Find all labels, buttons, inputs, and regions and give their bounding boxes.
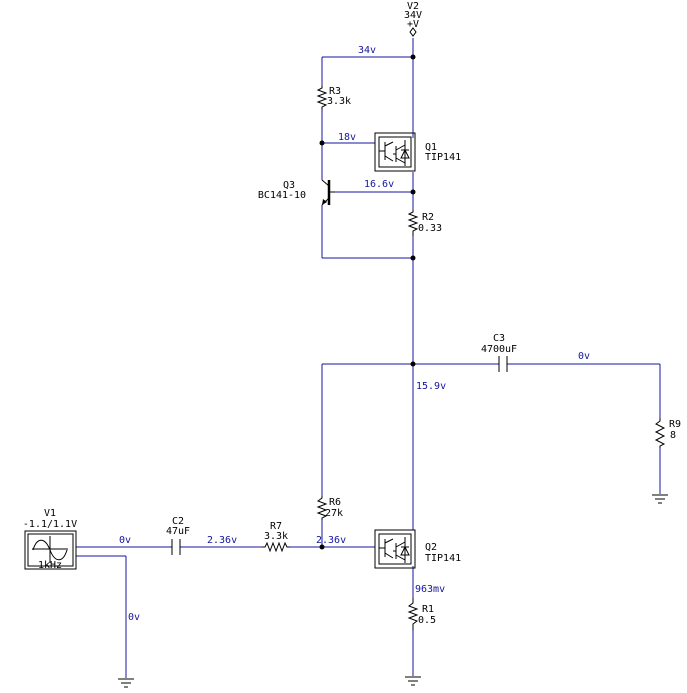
- q1-value: TIP141: [425, 152, 461, 163]
- q1-transistor[interactable]: Q1 TIP141: [374, 132, 461, 172]
- r6-resistor[interactable]: R6 27k: [316, 496, 343, 520]
- r7-ref: R7: [270, 521, 282, 532]
- net-label-q2-emitter: 963mv: [415, 584, 445, 595]
- v1-freq: 1kHz: [38, 560, 62, 571]
- ground-source: [118, 678, 134, 688]
- r3-value: 3.3k: [327, 96, 351, 107]
- r1-value: 0.5: [418, 615, 436, 626]
- r7-resistor[interactable]: R7 3.3k: [262, 521, 290, 553]
- c3-capacitor[interactable]: C3 4700uF: [481, 333, 517, 372]
- r9-ref: R9: [669, 419, 681, 430]
- net-label-c2-out: 2.36v: [207, 535, 237, 546]
- c2-value: 47uF: [166, 526, 190, 537]
- v1-value: -1.1/1.1V: [23, 519, 77, 530]
- c3-ref: C3: [493, 333, 505, 344]
- r3-resistor[interactable]: R3 3.3k: [316, 86, 351, 110]
- net-label-top: 34v: [358, 45, 376, 56]
- net-label-source-low: 0v: [128, 612, 140, 623]
- q2-value: TIP141: [425, 553, 461, 564]
- v1-source[interactable]: V1 -1.1/1.1V 1kHz: [23, 508, 77, 571]
- c3-value: 4700uF: [481, 344, 517, 355]
- ground-r1: [405, 676, 421, 686]
- q3-transistor[interactable]: Q3 BC141-10: [258, 179, 335, 206]
- r2-value: 0.33: [418, 223, 442, 234]
- net-label-mid: 15.9v: [416, 381, 446, 392]
- q3-ref: Q3: [283, 180, 295, 191]
- net-labels: 34v 18v 16.6v 15.9v 0v 0v 2.36v 2.36v 96…: [119, 45, 590, 623]
- r6-value: 27k: [325, 508, 343, 519]
- v1-ref: V1: [44, 508, 56, 519]
- r3-ref: R3: [329, 86, 341, 97]
- r7-value: 3.3k: [264, 531, 288, 542]
- c2-capacitor[interactable]: C2 47uF: [166, 516, 190, 555]
- net-label-out: 0v: [578, 351, 590, 362]
- r2-resistor[interactable]: R2 0.33: [407, 210, 442, 236]
- v2-value: 34V: [404, 10, 422, 21]
- q2-transistor[interactable]: Q2 TIP141: [374, 529, 461, 569]
- wires: [76, 38, 661, 678]
- c2-ref: C2: [172, 516, 184, 527]
- q2-ref: Q2: [425, 542, 437, 553]
- ground-r9: [652, 494, 668, 504]
- q1-ref: Q1: [425, 142, 437, 153]
- net-label-source: 0v: [119, 535, 131, 546]
- r1-ref: R1: [422, 604, 434, 615]
- junctions: [319, 54, 416, 550]
- net-label-q3-collector: 16.6v: [364, 179, 394, 190]
- v2-supply[interactable]: V2 34V +V: [404, 1, 422, 37]
- net-label-q1-base: 18v: [338, 132, 356, 143]
- r2-ref: R2: [422, 212, 434, 223]
- r1-resistor[interactable]: R1 0.5: [407, 598, 436, 630]
- net-label-q2-base: 2.36v: [316, 535, 346, 546]
- q3-value: BC141-10: [258, 190, 306, 201]
- v2-ref: V2: [407, 1, 419, 12]
- v2-extra: +V: [407, 19, 419, 30]
- r9-resistor[interactable]: R9 8: [654, 418, 681, 448]
- r9-value: 8: [670, 430, 676, 441]
- r6-ref: R6: [329, 497, 341, 508]
